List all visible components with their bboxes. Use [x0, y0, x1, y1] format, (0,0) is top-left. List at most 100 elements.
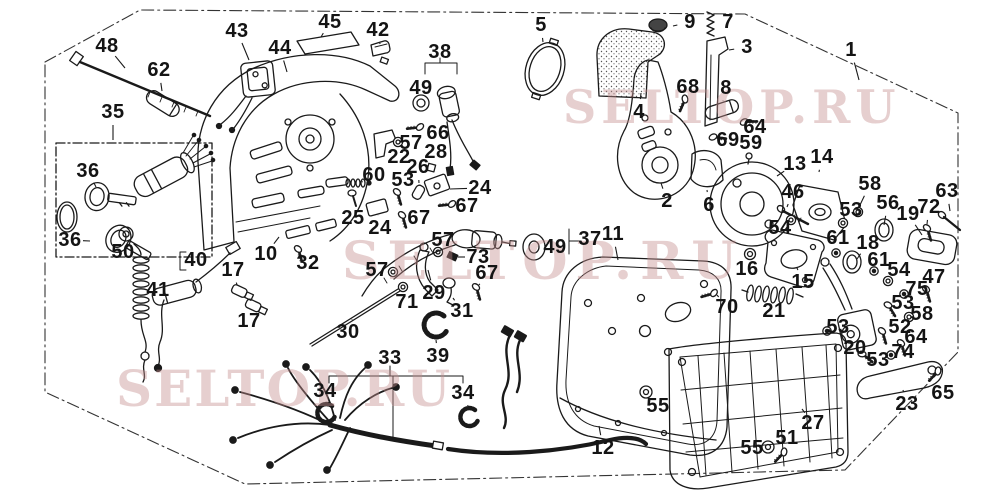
- part-number-callout: 65: [931, 382, 955, 404]
- part-number-callout: 15: [791, 271, 815, 293]
- part-panel-11: [556, 256, 732, 457]
- part-number-callout: 67: [455, 195, 479, 217]
- part-pin-8: [704, 99, 739, 120]
- part-ring-16: [743, 247, 757, 261]
- part-number-callout: 74: [891, 341, 915, 363]
- part-number-callout: 42: [366, 19, 390, 41]
- part-number-callout: 49: [543, 236, 567, 258]
- panel-wires: [500, 325, 528, 430]
- leader-line: [427, 269, 432, 281]
- leader-line: [859, 195, 865, 206]
- part-bolt-48: [68, 50, 212, 118]
- part-number-callout: 47: [922, 266, 946, 288]
- part-number-callout: 46: [781, 181, 805, 203]
- leader-line: [786, 203, 789, 208]
- part-oring-18: [842, 250, 862, 274]
- part-number-callout: 50: [111, 241, 135, 263]
- part-grommet-55a: [639, 385, 653, 399]
- part-number-callout: 41: [146, 279, 170, 301]
- leader-line: [716, 294, 720, 298]
- part-number-callout: 30: [336, 321, 360, 343]
- part-number-callout: 6: [703, 194, 715, 216]
- part-number-callout: 17: [221, 259, 245, 281]
- part-number-callout: 44: [268, 37, 292, 59]
- part-number-callout: 16: [735, 258, 759, 280]
- part-label-45: [296, 31, 360, 55]
- part-number-callout: 53: [391, 169, 415, 191]
- part-pin-73: [446, 250, 459, 262]
- leader-line: [241, 42, 250, 61]
- part-arm-29: [415, 242, 439, 297]
- part-number-callout: 64: [904, 326, 928, 348]
- part-number-callout: 45: [318, 11, 342, 33]
- part-lever-22: [373, 129, 397, 159]
- part-number-callout: 13: [783, 153, 807, 175]
- part-spring-7: [706, 11, 715, 37]
- part-number-callout: 9: [684, 11, 696, 33]
- part-number-callout: 4: [633, 101, 645, 123]
- leader-line: [801, 408, 806, 414]
- part-ring-5: [524, 37, 566, 101]
- leader-line: [672, 24, 678, 27]
- part-number-callout: 10: [254, 243, 278, 265]
- part-number-callout: 2: [661, 190, 673, 212]
- leader-line: [614, 246, 619, 261]
- part-joint-17b: [244, 298, 269, 316]
- leader-line: [948, 203, 951, 212]
- part-grommet-55b: [761, 440, 775, 454]
- part-number-callout: 37: [578, 228, 602, 250]
- part-case-19: [906, 228, 958, 266]
- part-bush-26: [411, 184, 426, 200]
- part-clip-42: [370, 40, 391, 65]
- part-number-callout: 34: [451, 382, 475, 404]
- part-number-callout: 19: [896, 203, 920, 225]
- part-number-callout: 31: [450, 300, 474, 322]
- part-number-callout: 52: [888, 316, 912, 338]
- part-number-callout: 40: [184, 249, 208, 271]
- part-number-callout: 29: [422, 282, 446, 304]
- part-spring-21: [741, 284, 804, 305]
- part-number-callout: 36: [58, 229, 82, 251]
- part-number-callout: 63: [935, 180, 959, 202]
- part-number-callout: 28: [424, 141, 448, 163]
- part-bush-49b: [522, 233, 546, 261]
- leader-line: [320, 32, 324, 38]
- leader-line: [160, 82, 163, 92]
- part-key-36a: [84, 181, 137, 212]
- part-spring-60: [345, 178, 372, 188]
- part-number-callout: 59: [739, 132, 763, 154]
- part-switch-38: [412, 57, 481, 177]
- leader-line: [776, 170, 785, 177]
- part-number-callout: 51: [775, 427, 799, 449]
- leader-line: [93, 182, 97, 188]
- part-number-callout: 61: [826, 227, 850, 249]
- part-switch-37: [451, 229, 517, 250]
- part-number-callout: 55: [646, 395, 670, 417]
- part-number-callout: 61: [867, 249, 891, 271]
- part-number-callout: 64: [743, 116, 767, 138]
- part-number-callout: 26: [406, 156, 430, 178]
- part-number-callout: 33: [378, 347, 402, 369]
- part-spring-41: [132, 243, 150, 383]
- part-number-callout: 60: [362, 164, 386, 186]
- leader-line: [914, 224, 923, 236]
- part-number-callout: 8: [720, 77, 732, 99]
- part-number-callout: 58: [910, 303, 934, 325]
- part-joint-17a: [230, 284, 255, 301]
- part-gasket-15: [764, 229, 825, 288]
- part-arm-3: [704, 36, 729, 127]
- leader-line: [639, 92, 642, 100]
- part-number-callout: 18: [856, 232, 880, 254]
- part-number-callout: 39: [426, 345, 450, 367]
- part-number-callout: 22: [387, 146, 411, 168]
- part-number-callout: 73: [466, 246, 490, 268]
- part-harness-33: [179, 251, 649, 474]
- part-number-callout: 67: [475, 262, 499, 284]
- part-number-callout: 53: [839, 199, 863, 221]
- part-number-callout: 75: [905, 278, 929, 300]
- part-grip-4: [596, 28, 666, 99]
- part-switch-43-wires: [220, 95, 253, 129]
- part-number-callout: 35: [101, 101, 125, 123]
- part-number-callout: 72: [917, 196, 941, 218]
